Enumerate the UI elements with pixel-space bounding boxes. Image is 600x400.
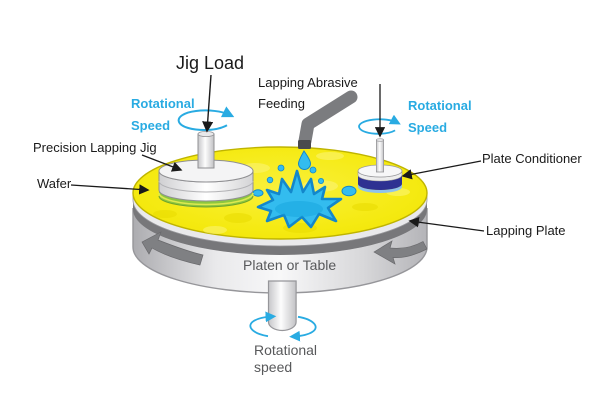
label-rotational-speed-right-1: Rotational — [408, 98, 472, 113]
label-lapping-abrasive: Lapping Abrasive — [258, 75, 358, 90]
conditioner-rotation-icon — [358, 114, 401, 135]
label-platen-or-table: Platen or Table — [243, 257, 337, 273]
label-jig-load: Jig Load — [176, 53, 245, 73]
label-rotational-speed-bottom-1: Rotational — [254, 342, 318, 358]
rotation-arrow-right-icon — [373, 240, 428, 265]
conditioner-shaft — [375, 139, 384, 173]
label-plate-conditioner: Plate Conditioner — [482, 151, 582, 166]
slurry-blob-left — [252, 189, 264, 197]
rotation-arrow-left-icon — [141, 231, 204, 266]
slurry-blob-right — [341, 185, 357, 197]
label-rotational-speed-bottom-2: speed — [254, 359, 293, 375]
label-lapping-abrasive-feeding: Feeding — [258, 96, 305, 111]
drive-shaft — [267, 280, 297, 332]
leader-lines — [70, 154, 485, 232]
leader-lapping-plate — [408, 217, 485, 232]
jig-rotation-icon — [177, 106, 235, 132]
label-rotational-speed-right-2: Speed — [408, 120, 448, 135]
leader-wafer — [70, 184, 150, 195]
label-wafer: Wafer — [37, 176, 72, 191]
label-precision-lapping-jig: Precision Lapping Jig — [33, 140, 157, 155]
leader-plate-conditioner — [401, 160, 482, 180]
label-rotational-speed-left-2: Speed — [131, 118, 171, 133]
precision-lapping-jig — [158, 130, 254, 208]
jig-shaft — [197, 133, 215, 169]
leader-precision-lapping-jig — [141, 154, 183, 172]
slurry-splash — [252, 164, 357, 229]
drive-shaft-rotation-icon — [249, 311, 317, 342]
jig-load-line — [202, 74, 214, 133]
abrasive-nozzle-icon — [298, 90, 358, 149]
label-rotational-speed-left-1: Rotational — [131, 96, 195, 111]
plate-conditioner — [357, 138, 403, 193]
slurry-droplet-icon — [297, 150, 312, 170]
label-lapping-plate: Lapping Plate — [486, 223, 566, 238]
